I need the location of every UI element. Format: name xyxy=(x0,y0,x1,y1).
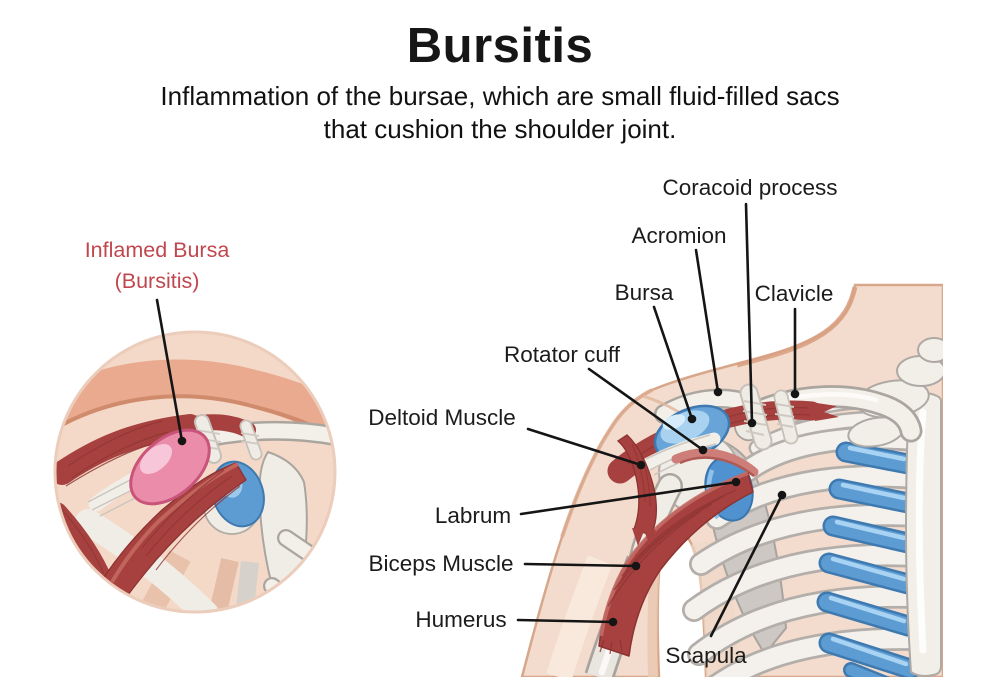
costal-cartilage xyxy=(816,441,921,677)
label-inflamed-bursa: Inflamed Bursa (Bursitis) xyxy=(85,235,230,297)
label-coracoid-process: Coracoid process xyxy=(662,175,838,200)
inset-closeup xyxy=(53,330,337,614)
label-inflamed-bursa-line2: (Bursitis) xyxy=(114,269,200,293)
leader-lines xyxy=(155,202,797,638)
page-title: Bursitis xyxy=(406,19,594,73)
inflamed-bursa-shape xyxy=(129,428,211,506)
label-deltoid-muscle: Deltoid Muscle xyxy=(368,405,516,430)
subtitle-line-2: that cushion the shoulder joint. xyxy=(323,114,677,144)
label-biceps-muscle: Biceps Muscle xyxy=(368,551,514,576)
label-scapula: Scapula xyxy=(665,643,747,668)
subtitle-line-1: Inflammation of the bursae, which are sm… xyxy=(160,81,840,111)
label-bursa: Bursa xyxy=(614,280,674,305)
label-rotator-cuff: Rotator cuff xyxy=(504,342,620,367)
label-humerus: Humerus xyxy=(415,607,507,632)
leader-dots xyxy=(177,387,800,627)
label-clavicle: Clavicle xyxy=(754,281,834,306)
main-shoulder-figure xyxy=(520,283,943,677)
label-inflamed-bursa-line1: Inflamed Bursa xyxy=(84,238,230,262)
label-labrum: Labrum xyxy=(434,503,512,528)
label-acromion: Acromion xyxy=(631,223,727,248)
